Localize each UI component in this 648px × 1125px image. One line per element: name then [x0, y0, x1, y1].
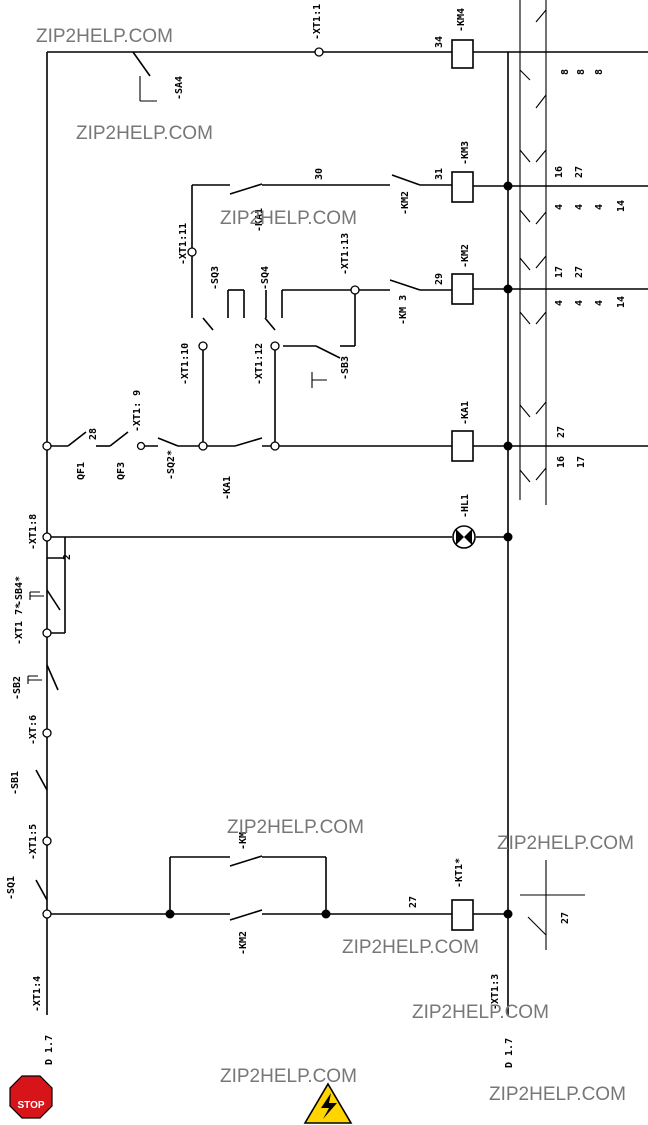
label-sb3: -SB3 — [340, 356, 351, 380]
ref-km2-top-0: 17 — [554, 266, 565, 278]
label-ka1-lower: -KA1 — [222, 476, 233, 500]
label-km-bottom: -KM — [238, 832, 249, 850]
ref-km2-bot-1: 4 — [574, 300, 585, 306]
label-xt1-4: -XT1:4 — [32, 976, 43, 1012]
label-sq3: -SQ3 — [210, 266, 221, 290]
watermark-5: ZIP2HELP.COM — [497, 833, 634, 854]
stop-sign-icon: STOP — [9, 1075, 53, 1119]
coil-km4 — [451, 39, 474, 69]
label-xt1-11: -XT1:11 — [178, 223, 189, 265]
ref-km4-2: 8 — [594, 69, 605, 75]
lamp-hl1-icon — [452, 525, 476, 549]
watermark-6: ZIP2HELP.COM — [342, 937, 479, 958]
ref-km2-bot-2: 4 — [594, 300, 605, 306]
coil-ka1 — [451, 430, 474, 462]
ref-km3-top-1: 27 — [574, 166, 585, 178]
label-km4: -KM4 — [456, 8, 467, 32]
wiring — [35, 0, 648, 1015]
watermark-1: ZIP2HELP.COM — [36, 26, 173, 47]
ref-km3-bot-0: 4 — [554, 204, 565, 210]
wire-34: 34 — [434, 36, 445, 48]
label-km3: -KM3 — [460, 141, 471, 165]
ref-km4-0: 8 — [560, 69, 571, 75]
label-xt1-12: -XT1:12 — [254, 343, 265, 385]
coils — [451, 39, 474, 931]
label-xt1-7: -XT1 7* — [14, 603, 25, 645]
label-km2-bottom: -KM2 — [238, 931, 249, 955]
watermark-4: ZIP2HELP.COM — [227, 817, 364, 838]
ref-ka1-bot-1: 17 — [576, 456, 587, 468]
connection-nodes — [42, 47, 513, 919]
label-qf3: QF3 — [116, 462, 127, 480]
label-xt1-1: -XT1:1 — [312, 4, 323, 40]
ref-km3-bot-3: 14 — [616, 200, 627, 212]
ref-ka1-top-0: 27 — [556, 426, 567, 438]
label-ka1-contact: -KA1 — [254, 208, 265, 232]
watermark-7: ZIP2HELP.COM — [412, 1002, 549, 1023]
label-sq4: -SQ4 — [260, 266, 271, 290]
label-sheet-left: D 1.7 — [44, 1035, 55, 1065]
aux-contacts — [519, 9, 547, 483]
device-labels: -XT1:1 -KM4 -SA4 -KM3 -KM2 -KA1 -HL1 -KT… — [6, 4, 515, 1068]
coil-km3 — [451, 171, 474, 203]
wire-29: 29 — [434, 273, 445, 285]
label-ka1-coil: -KA1 — [460, 401, 471, 425]
label-hl1: -HL1 — [460, 494, 471, 518]
ref-km3-bot-1: 4 — [574, 204, 585, 210]
label-km3-nc: -KM 3 — [398, 295, 409, 325]
ref-km2-bot-3: 14 — [616, 296, 627, 308]
watermarks: ZIP2HELP.COM ZIP2HELP.COM ZIP2HELP.COM Z… — [36, 26, 634, 1105]
label-kt1: -KT1* — [454, 858, 465, 888]
ref-kt1: 27 — [560, 912, 571, 924]
ref-km3-top-0: 16 — [554, 166, 565, 178]
label-sb2: -SB2 — [12, 676, 23, 700]
wire-28: 28 — [88, 428, 99, 440]
wire-2: 2 — [62, 554, 73, 560]
stop-text: STOP — [17, 1100, 44, 1111]
label-km2-contact: -KM2 — [400, 191, 411, 215]
reference-columns: 8 8 8 16 27 4 4 4 14 17 27 4 4 4 14 27 1… — [554, 69, 627, 924]
wire-27: 27 — [408, 896, 419, 908]
label-sheet-right: D 1.7 — [504, 1038, 515, 1068]
label-xt1-13: -XT1:13 — [340, 233, 351, 275]
ref-ka1-bot-0: 16 — [556, 456, 567, 468]
label-xt1-8: -XT1:8 — [28, 514, 39, 550]
label-xt1-9: -XT1: 9 — [132, 390, 143, 432]
watermark-3: ZIP2HELP.COM — [220, 208, 357, 229]
watermark-2: ZIP2HELP.COM — [76, 123, 213, 144]
coil-km2 — [451, 273, 474, 305]
wire-31: 31 — [434, 168, 445, 180]
label-sa4: -SA4 — [174, 76, 185, 100]
label-sq1: -SQ1 — [6, 876, 17, 900]
coil-kt1 — [451, 899, 474, 931]
ref-km4-1: 8 — [576, 69, 587, 75]
label-xt-6: -XT:6 — [28, 715, 39, 745]
ref-km2-top-1: 27 — [574, 266, 585, 278]
label-xt1-10: -XT1:10 — [180, 343, 191, 385]
label-qf1: QF1 — [76, 462, 87, 480]
watermark-8: ZIP2HELP.COM — [220, 1066, 357, 1087]
ref-km2-bot-0: 4 — [554, 300, 565, 306]
label-sb4: -SB4* — [14, 576, 25, 606]
pushbutton-symbols — [27, 372, 327, 684]
wire-numbers: 34 30 31 29 28 27 2 — [62, 36, 445, 908]
wire-30: 30 — [314, 168, 325, 180]
high-voltage-warning-icon — [303, 1082, 353, 1124]
label-xt1-3: -XT1:3 — [490, 974, 501, 1010]
label-xt1-5: -XT1:5 — [28, 824, 39, 860]
label-km2: -KM2 — [460, 244, 471, 268]
ref-km3-bot-2: 4 — [594, 204, 605, 210]
label-sb1: -SB1 — [10, 771, 21, 795]
watermark-9: ZIP2HELP.COM — [489, 1084, 626, 1105]
label-sq2: -SQ2* — [166, 450, 177, 480]
